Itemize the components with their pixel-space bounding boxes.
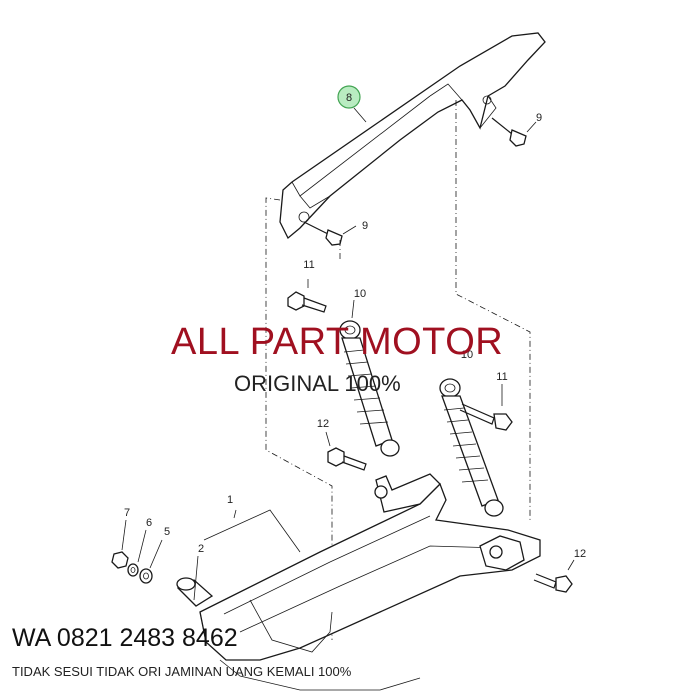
- bolt-12-left: [325, 431, 367, 471]
- washer-5: [139, 539, 163, 584]
- chain-case: [279, 32, 546, 240]
- part-number-11-left: 11: [303, 259, 314, 271]
- shock-absorber-left: [339, 299, 400, 457]
- swing-arm: [199, 473, 541, 691]
- part-number-9-upper: 9: [536, 112, 542, 124]
- part-number-5: 5: [164, 526, 170, 538]
- washer-6: [127, 529, 147, 577]
- bolt-11-left: [287, 279, 327, 313]
- part-number-9-lower: 9: [362, 220, 368, 232]
- guarantee-disclaimer: TIDAK SESUI TIDAK ORI JAMINAN UANG KEMAL…: [12, 664, 352, 679]
- part-number-11-right: 11: [496, 371, 507, 383]
- original-label: ORIGINAL 100%: [234, 371, 401, 396]
- leader-line-8: [353, 107, 367, 123]
- assembly-line-left: [265, 197, 333, 640]
- bolt-9-upper: [491, 117, 537, 147]
- part-number-10-left: 10: [354, 288, 366, 300]
- shock-absorber-right: [439, 378, 504, 517]
- part-number-7: 7: [124, 507, 130, 519]
- brand-watermark: ALL PART MOTOR: [171, 321, 504, 363]
- bolt-12-right: [533, 559, 575, 593]
- whatsapp-contact: WA 0821 2483 8462: [12, 624, 238, 652]
- nut-7: [111, 519, 129, 569]
- part-number-1: 1: [227, 494, 233, 506]
- callout-highlight-8: [337, 85, 361, 109]
- assembly-line-right: [455, 100, 531, 520]
- part-number-10-right: 10: [461, 349, 473, 361]
- bushing: [176, 509, 301, 607]
- part-number-2: 2: [198, 543, 204, 555]
- bolt-9-lower: [303, 221, 357, 246]
- part-number-6: 6: [146, 517, 152, 529]
- part-number-12-right: 12: [574, 548, 586, 560]
- part-number-12-left: 12: [317, 418, 329, 430]
- part-number-8: 8: [346, 92, 352, 104]
- bolt-11-right: [459, 384, 513, 431]
